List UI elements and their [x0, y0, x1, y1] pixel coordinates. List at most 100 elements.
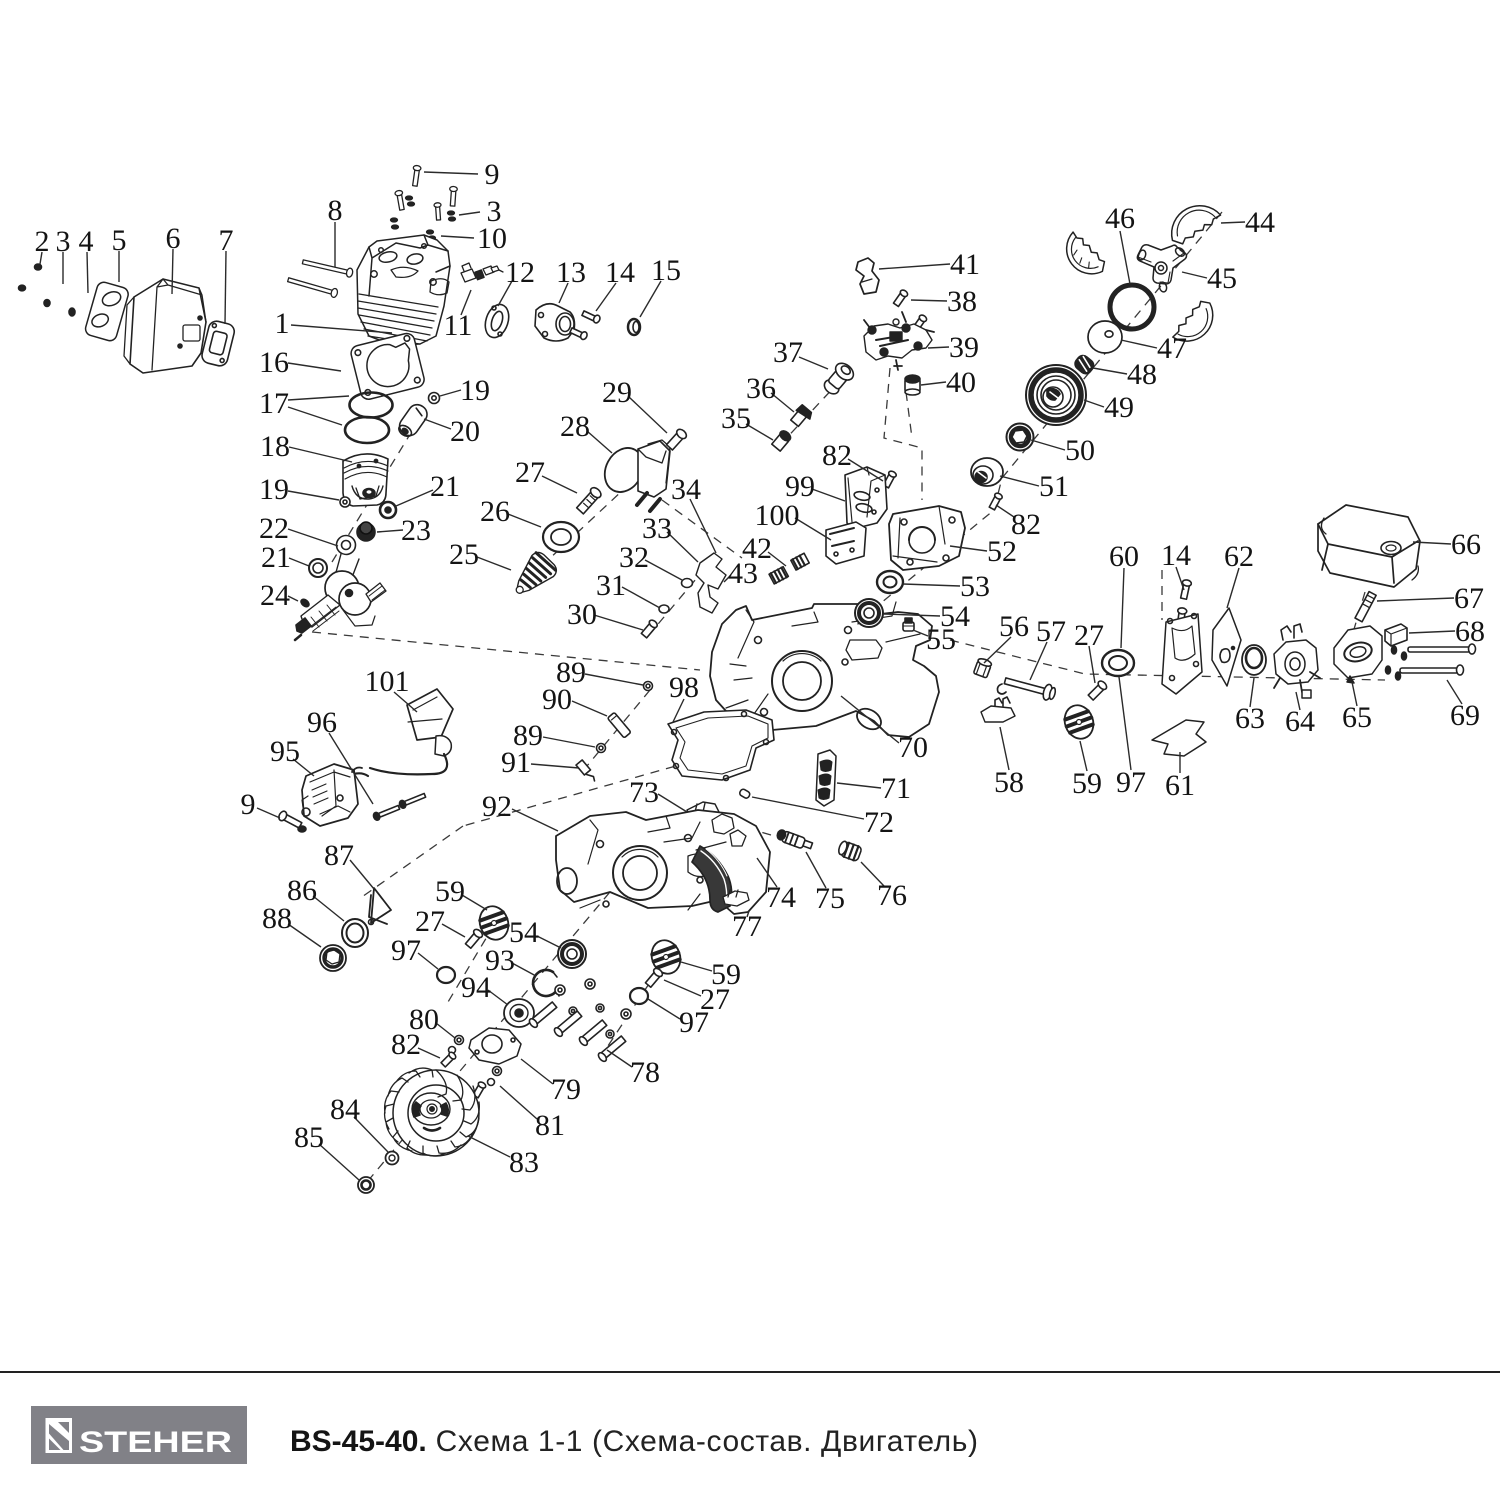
svg-text:30: 30: [567, 598, 597, 631]
svg-text:19: 19: [259, 473, 289, 506]
svg-text:8: 8: [328, 194, 343, 227]
svg-text:33: 33: [642, 512, 672, 545]
svg-text:73: 73: [629, 776, 659, 809]
svg-text:BS-45-40. Схема 1-1 (Схема-сос: BS-45-40. Схема 1-1 (Схема-состав. Двига…: [290, 1425, 979, 1458]
svg-text:67: 67: [1454, 582, 1484, 615]
svg-text:15: 15: [651, 254, 681, 287]
svg-text:41: 41: [950, 248, 980, 281]
svg-text:49: 49: [1104, 391, 1134, 424]
svg-text:51: 51: [1039, 470, 1069, 503]
svg-text:2: 2: [35, 225, 50, 258]
svg-text:97: 97: [1116, 766, 1146, 799]
svg-text:21: 21: [261, 541, 291, 574]
svg-text:37: 37: [773, 336, 803, 369]
svg-text:6: 6: [166, 222, 181, 255]
svg-text:20: 20: [450, 415, 480, 448]
svg-text:28: 28: [560, 410, 590, 443]
svg-text:29: 29: [602, 376, 632, 409]
svg-text:21: 21: [430, 470, 460, 503]
svg-text:85: 85: [294, 1121, 324, 1154]
svg-text:14: 14: [1161, 539, 1191, 572]
svg-text:3: 3: [56, 225, 71, 258]
svg-text:54: 54: [940, 600, 970, 633]
svg-text:45: 45: [1207, 262, 1237, 295]
svg-text:1: 1: [275, 307, 290, 340]
svg-text:88: 88: [262, 902, 292, 935]
svg-text:64: 64: [1285, 705, 1315, 738]
svg-text:97: 97: [679, 1006, 709, 1039]
svg-text:27: 27: [1074, 619, 1104, 652]
svg-text:35: 35: [721, 402, 751, 435]
svg-text:23: 23: [401, 514, 431, 547]
svg-text:93: 93: [485, 944, 515, 977]
svg-text:91: 91: [501, 746, 531, 779]
svg-text:47: 47: [1157, 332, 1187, 365]
svg-text:50: 50: [1065, 434, 1095, 467]
svg-text:89: 89: [513, 719, 543, 752]
svg-text:57: 57: [1036, 615, 1066, 648]
svg-text:26: 26: [480, 495, 510, 528]
svg-text:96: 96: [307, 706, 337, 739]
svg-text:42: 42: [742, 532, 772, 565]
svg-text:70: 70: [898, 731, 928, 764]
svg-text:63: 63: [1235, 702, 1265, 735]
svg-text:97: 97: [391, 934, 421, 967]
svg-text:72: 72: [864, 806, 894, 839]
svg-text:13: 13: [556, 256, 586, 289]
svg-text:18: 18: [260, 430, 290, 463]
svg-text:16: 16: [259, 346, 289, 379]
svg-text:39: 39: [949, 331, 979, 364]
svg-text:53: 53: [960, 570, 990, 603]
svg-text:54: 54: [509, 916, 539, 949]
svg-text:77: 77: [732, 910, 762, 943]
svg-text:44: 44: [1245, 206, 1275, 239]
svg-text:81: 81: [535, 1109, 565, 1142]
svg-text:24: 24: [260, 579, 290, 612]
svg-text:43: 43: [728, 557, 758, 590]
svg-text:84: 84: [330, 1093, 360, 1126]
svg-text:9: 9: [241, 788, 256, 821]
svg-text:87: 87: [324, 839, 354, 872]
svg-text:4: 4: [79, 225, 94, 258]
svg-text:38: 38: [947, 285, 977, 318]
svg-text:82: 82: [391, 1028, 421, 1061]
svg-text:90: 90: [542, 683, 572, 716]
svg-text:48: 48: [1127, 358, 1157, 391]
svg-text:3: 3: [487, 195, 502, 228]
svg-text:61: 61: [1165, 769, 1195, 802]
svg-text:17: 17: [259, 387, 289, 420]
svg-text:32: 32: [619, 541, 649, 574]
svg-text:100: 100: [755, 499, 800, 532]
svg-text:92: 92: [482, 790, 512, 823]
svg-text:98: 98: [669, 671, 699, 704]
svg-text:11: 11: [444, 309, 473, 342]
svg-text:22: 22: [259, 512, 289, 545]
svg-text:14: 14: [605, 256, 635, 289]
svg-text:59: 59: [435, 875, 465, 908]
svg-text:101: 101: [365, 665, 410, 698]
svg-text:52: 52: [987, 535, 1017, 568]
svg-text:69: 69: [1450, 699, 1480, 732]
svg-text:82: 82: [1011, 508, 1041, 541]
svg-text:56: 56: [999, 610, 1029, 643]
svg-text:5: 5: [112, 224, 127, 257]
svg-text:59: 59: [711, 958, 741, 991]
svg-text:89: 89: [556, 656, 586, 689]
svg-text:76: 76: [877, 879, 907, 912]
svg-text:65: 65: [1342, 701, 1372, 734]
svg-text:86: 86: [287, 874, 317, 907]
svg-text:10: 10: [477, 222, 507, 255]
svg-text:58: 58: [994, 766, 1024, 799]
svg-text:STEHER: STEHER: [79, 1426, 232, 1459]
svg-text:95: 95: [270, 735, 300, 768]
svg-text:83: 83: [509, 1146, 539, 1179]
svg-text:9: 9: [485, 158, 500, 191]
svg-text:82: 82: [822, 439, 852, 472]
svg-text:12: 12: [505, 256, 535, 289]
svg-text:27: 27: [515, 456, 545, 489]
svg-text:74: 74: [766, 881, 796, 914]
svg-text:36: 36: [746, 372, 776, 405]
svg-text:66: 66: [1451, 528, 1481, 561]
svg-text:94: 94: [461, 971, 491, 1004]
svg-text:59: 59: [1072, 767, 1102, 800]
